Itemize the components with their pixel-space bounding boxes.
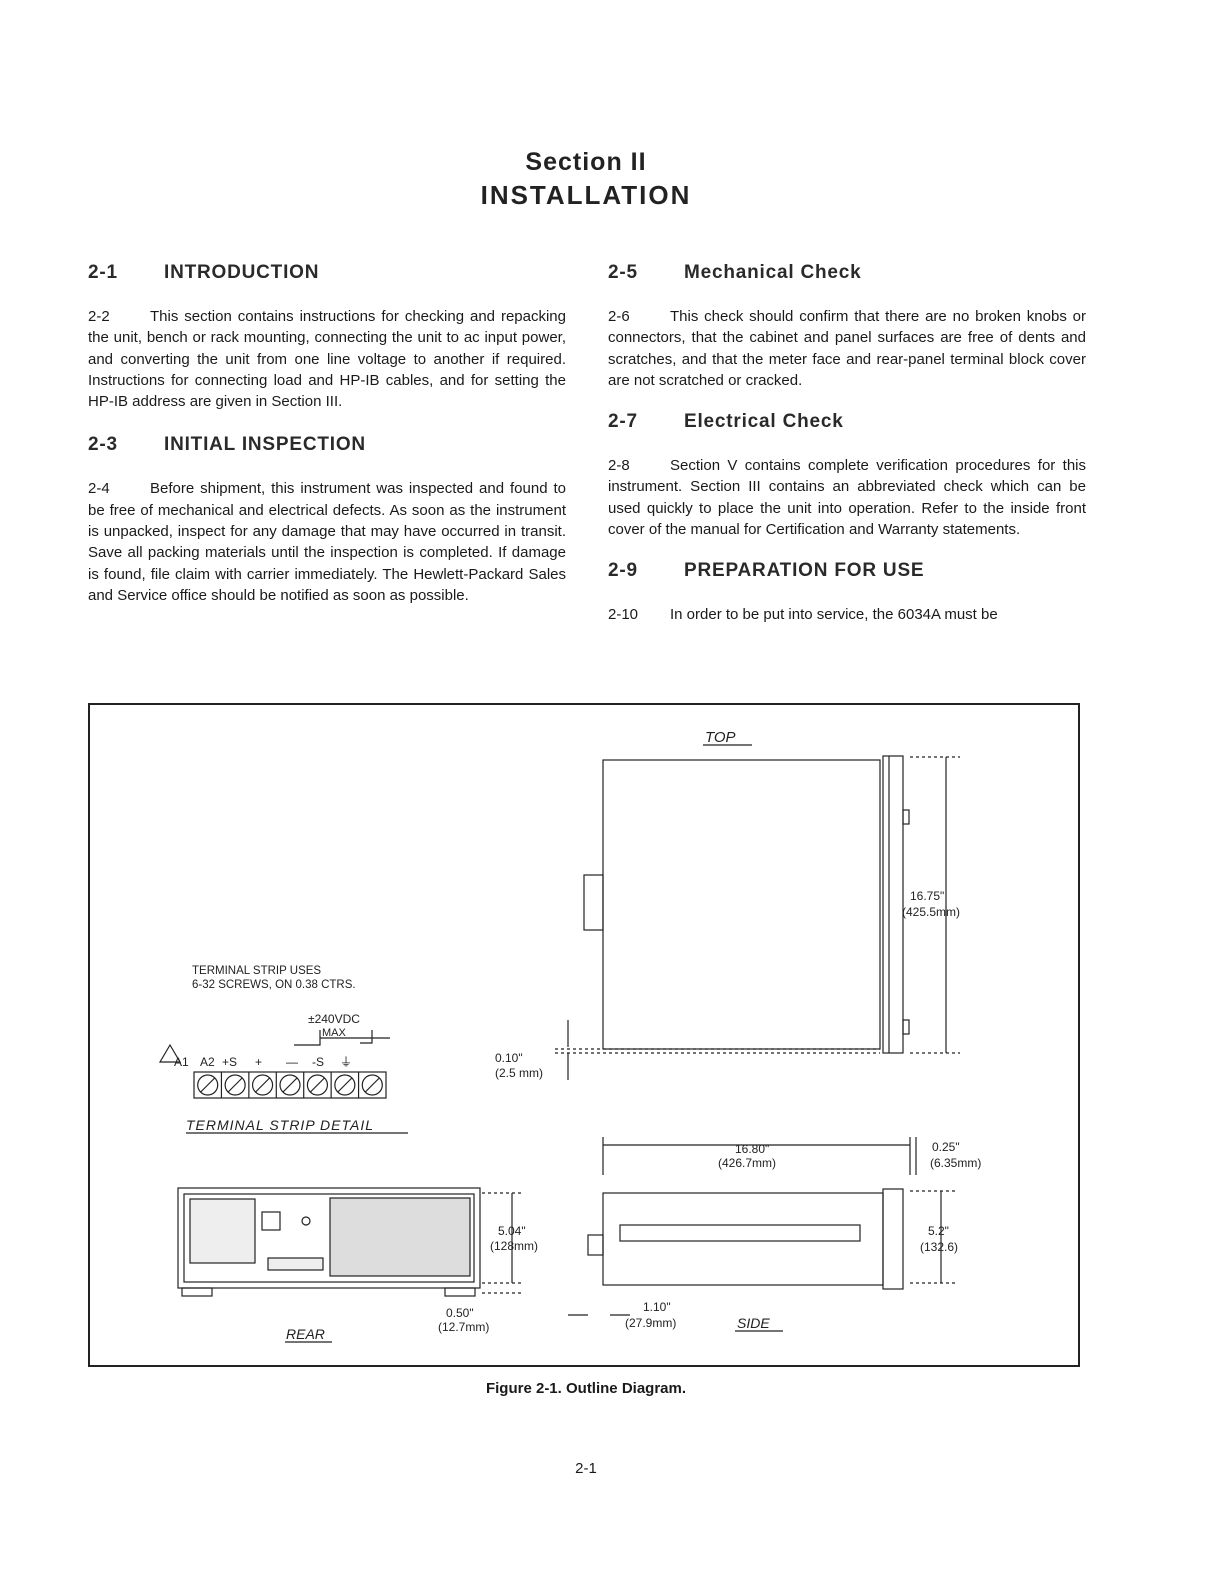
side-view-label: SIDE	[737, 1315, 770, 1331]
terminal-screw	[279, 1074, 301, 1096]
dim-front-inches: 0.25"	[932, 1140, 960, 1154]
paragraph-number: 2-6	[608, 308, 630, 325]
terminal-screw-slot	[337, 1077, 353, 1093]
terminal-screw	[251, 1074, 274, 1096]
dim-binding-mm: (27.9mm)	[625, 1316, 676, 1330]
paragraph-text: Before shipment, this instrument was ins…	[88, 480, 566, 604]
dim-feet-mm: (12.7mm)	[438, 1320, 489, 1334]
dim-depth-mm: (425.5mm)	[902, 905, 960, 919]
terminal-max: MAX	[322, 1027, 347, 1039]
paragraph-number: 2-10	[608, 606, 639, 624]
warning-icon	[158, 1043, 182, 1063]
terminal-label: -S	[312, 1055, 324, 1069]
top-view-label: TOP	[705, 729, 736, 746]
heading-number: 2-3	[88, 434, 118, 456]
dim-side-height-inches: 5.2"	[928, 1224, 949, 1238]
top-view-front-panel	[882, 755, 904, 1054]
rear-view-power-socket	[261, 1211, 281, 1231]
rear-view-connector-block	[189, 1198, 256, 1264]
dim-gap-mm: (2.5 mm)	[495, 1066, 543, 1080]
paragraph-number: 2-4	[88, 480, 110, 498]
side-view-handle	[619, 1224, 861, 1242]
heading-number: 2-7	[608, 411, 638, 433]
heading-introduction: 2-1 INTRODUCTION	[88, 262, 566, 284]
terminal-strip	[193, 1071, 387, 1099]
heading-number: 2-9	[608, 560, 638, 582]
terminal-screw	[361, 1074, 383, 1096]
dim-binding-inches: 1.10"	[643, 1300, 671, 1314]
heading-text: Electrical Check	[684, 411, 844, 433]
terminal-label: +S	[222, 1055, 237, 1069]
paragraph-text: This section contains instructions for c…	[88, 308, 566, 411]
paragraph-number: 2-8	[608, 457, 630, 475]
terminal-strip-detail-label: TERMINAL STRIP DETAIL	[186, 1117, 374, 1133]
terminal-screw-slot	[310, 1077, 325, 1093]
heading-text: Mechanical Check	[684, 262, 862, 283]
terminal-screw-slot	[200, 1077, 216, 1093]
page-number: 2-1	[575, 1460, 597, 1477]
top-view-body	[602, 759, 881, 1050]
outline-diagram: TOP 16.75" (425.5mm) TERMINAL STRIP USES…	[88, 703, 1080, 1367]
dim-side-height-mm: (132.6)	[920, 1240, 958, 1254]
heading-preparation-for-use: 2-9 PREPARATION FOR USE	[608, 560, 1086, 582]
terminal-screw	[197, 1074, 219, 1096]
heading-initial-inspection: 2-3 INITIAL INSPECTION	[88, 434, 566, 456]
terminal-label: ⏚	[340, 1055, 352, 1069]
terminal-voltage: ±240VDC	[308, 1012, 360, 1026]
heading-mechanical-check: 2-5 Mechanical Check	[608, 262, 1086, 284]
terminal-screw	[334, 1074, 356, 1096]
rear-view-body	[177, 1187, 481, 1289]
heading-number: 2-5	[608, 262, 638, 283]
rear-view-label: REAR	[286, 1326, 325, 1342]
terminal-screw-slot	[227, 1077, 243, 1093]
outline-diagram-drawing: TOP 16.75" (425.5mm) TERMINAL STRIP USES…	[158, 729, 981, 1343]
paragraph-2-10: 2-10 In order to be put into service, the…	[608, 604, 1086, 625]
paragraph-text: Section V contains complete verification…	[608, 457, 1086, 539]
dim-front-mm: (6.35mm)	[930, 1156, 981, 1170]
terminal-label: —	[286, 1055, 298, 1069]
terminal-screw-slot	[255, 1077, 270, 1093]
side-view-front-panel	[882, 1188, 904, 1290]
terminal-note-line-2: 6-32 SCREWS, ON 0.38 CTRS.	[192, 979, 356, 991]
terminal-label: +	[255, 1055, 262, 1069]
section-number: Section II	[525, 148, 647, 176]
terminal-screw-slot	[364, 1077, 380, 1093]
dim-feet-inches: 0.50"	[446, 1306, 474, 1320]
figure-caption: Figure 2-1. Outline Diagram.	[485, 1380, 687, 1397]
side-view-body	[602, 1192, 884, 1286]
paragraph-text: In order to be put into service, the 603…	[670, 606, 998, 624]
terminal-screw-slot	[282, 1077, 298, 1093]
heading-electrical-check: 2-7 Electrical Check	[608, 411, 1086, 433]
terminal-note-line-1: TERMINAL STRIP USES	[192, 965, 321, 977]
terminal-label: A1	[174, 1055, 189, 1069]
dim-length-inches: 16.80"	[735, 1142, 769, 1156]
heading-text: INITIAL INSPECTION	[164, 434, 366, 456]
heading-number: 2-1	[88, 262, 118, 283]
dim-rear-height-mm: (128mm)	[490, 1239, 538, 1253]
terminal-screw	[306, 1074, 329, 1096]
heading-text: INTRODUCTION	[164, 262, 320, 283]
paragraph-text: This check should confirm that there are…	[608, 308, 1086, 389]
dim-depth-inches: 16.75"	[910, 889, 944, 903]
rear-view-vent	[329, 1197, 471, 1277]
terminal-labels: A1 A2 +S + — -S ⏚	[174, 1055, 352, 1069]
terminal-label: A2	[200, 1055, 215, 1069]
paragraph-number: 2-2	[88, 308, 110, 325]
terminal-screws	[197, 1072, 383, 1098]
dim-gap-inches: 0.10"	[495, 1051, 523, 1065]
terminal-screw	[224, 1074, 246, 1096]
dim-length-mm: (426.7mm)	[718, 1156, 776, 1170]
heading-text: PREPARATION FOR USE	[684, 560, 925, 582]
dim-rear-height-inches: 5.04"	[498, 1224, 526, 1238]
section-title: INSTALLATION	[480, 180, 692, 210]
